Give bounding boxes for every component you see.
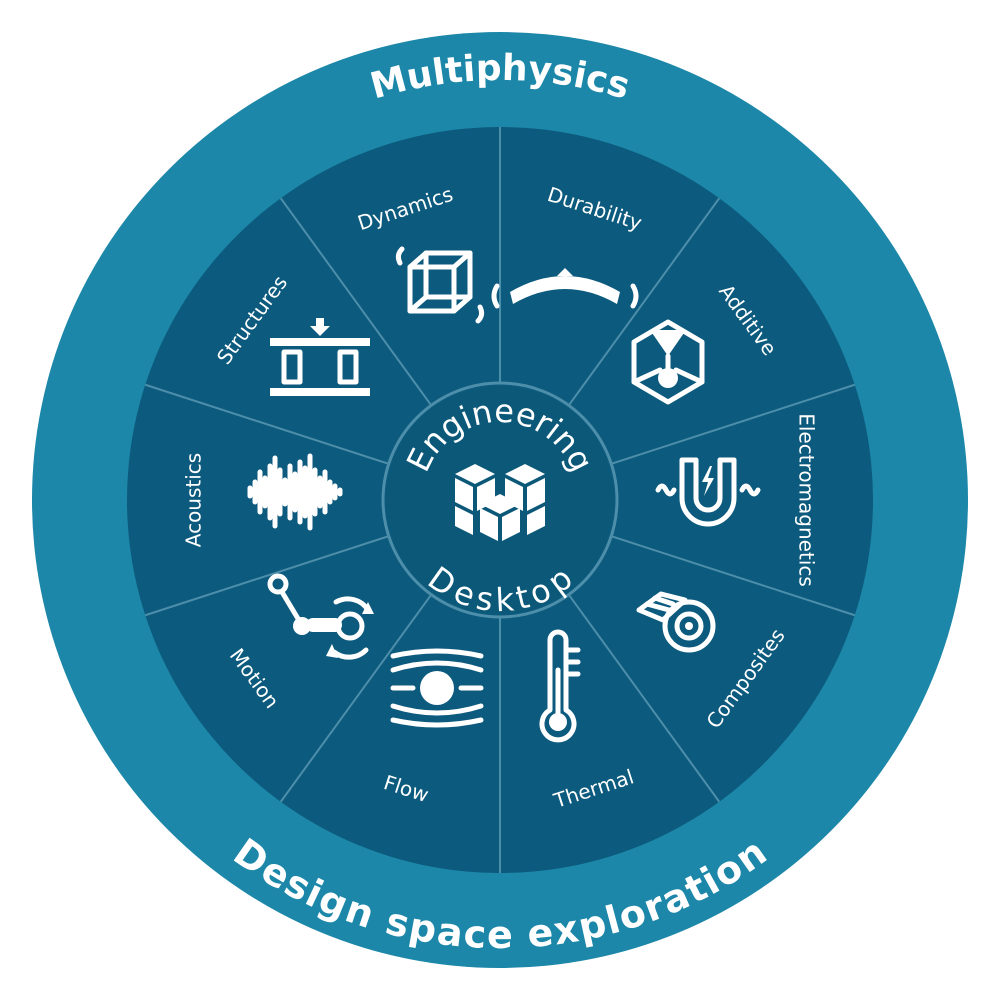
segment-label-electromagnetics: Electromagnetics (795, 413, 819, 587)
composite-roll-icon (636, 591, 716, 653)
3d-printer-icon (631, 319, 705, 405)
segment-divider (279, 594, 433, 803)
thermometer-icon (539, 629, 581, 743)
segment-divider (279, 197, 433, 406)
flow-sphere-icon (390, 648, 484, 728)
segment-divider (610, 535, 856, 617)
sound-wave-icon (247, 453, 343, 531)
cube-vibration-icon (395, 246, 485, 324)
linkage-icon (267, 573, 374, 660)
bending-beam-icon (491, 268, 639, 309)
segment-dividers (144, 127, 856, 873)
segment-label-acoustics: Acoustics (182, 453, 206, 547)
loaded-beam-icon (270, 318, 370, 396)
cubes-icon (455, 464, 545, 541)
segment-divider (567, 594, 721, 803)
segment-divider (610, 383, 856, 465)
segment-divider (144, 383, 390, 465)
segment-divider (567, 197, 721, 406)
segment-divider (144, 535, 390, 617)
magnet-icon (655, 457, 761, 527)
